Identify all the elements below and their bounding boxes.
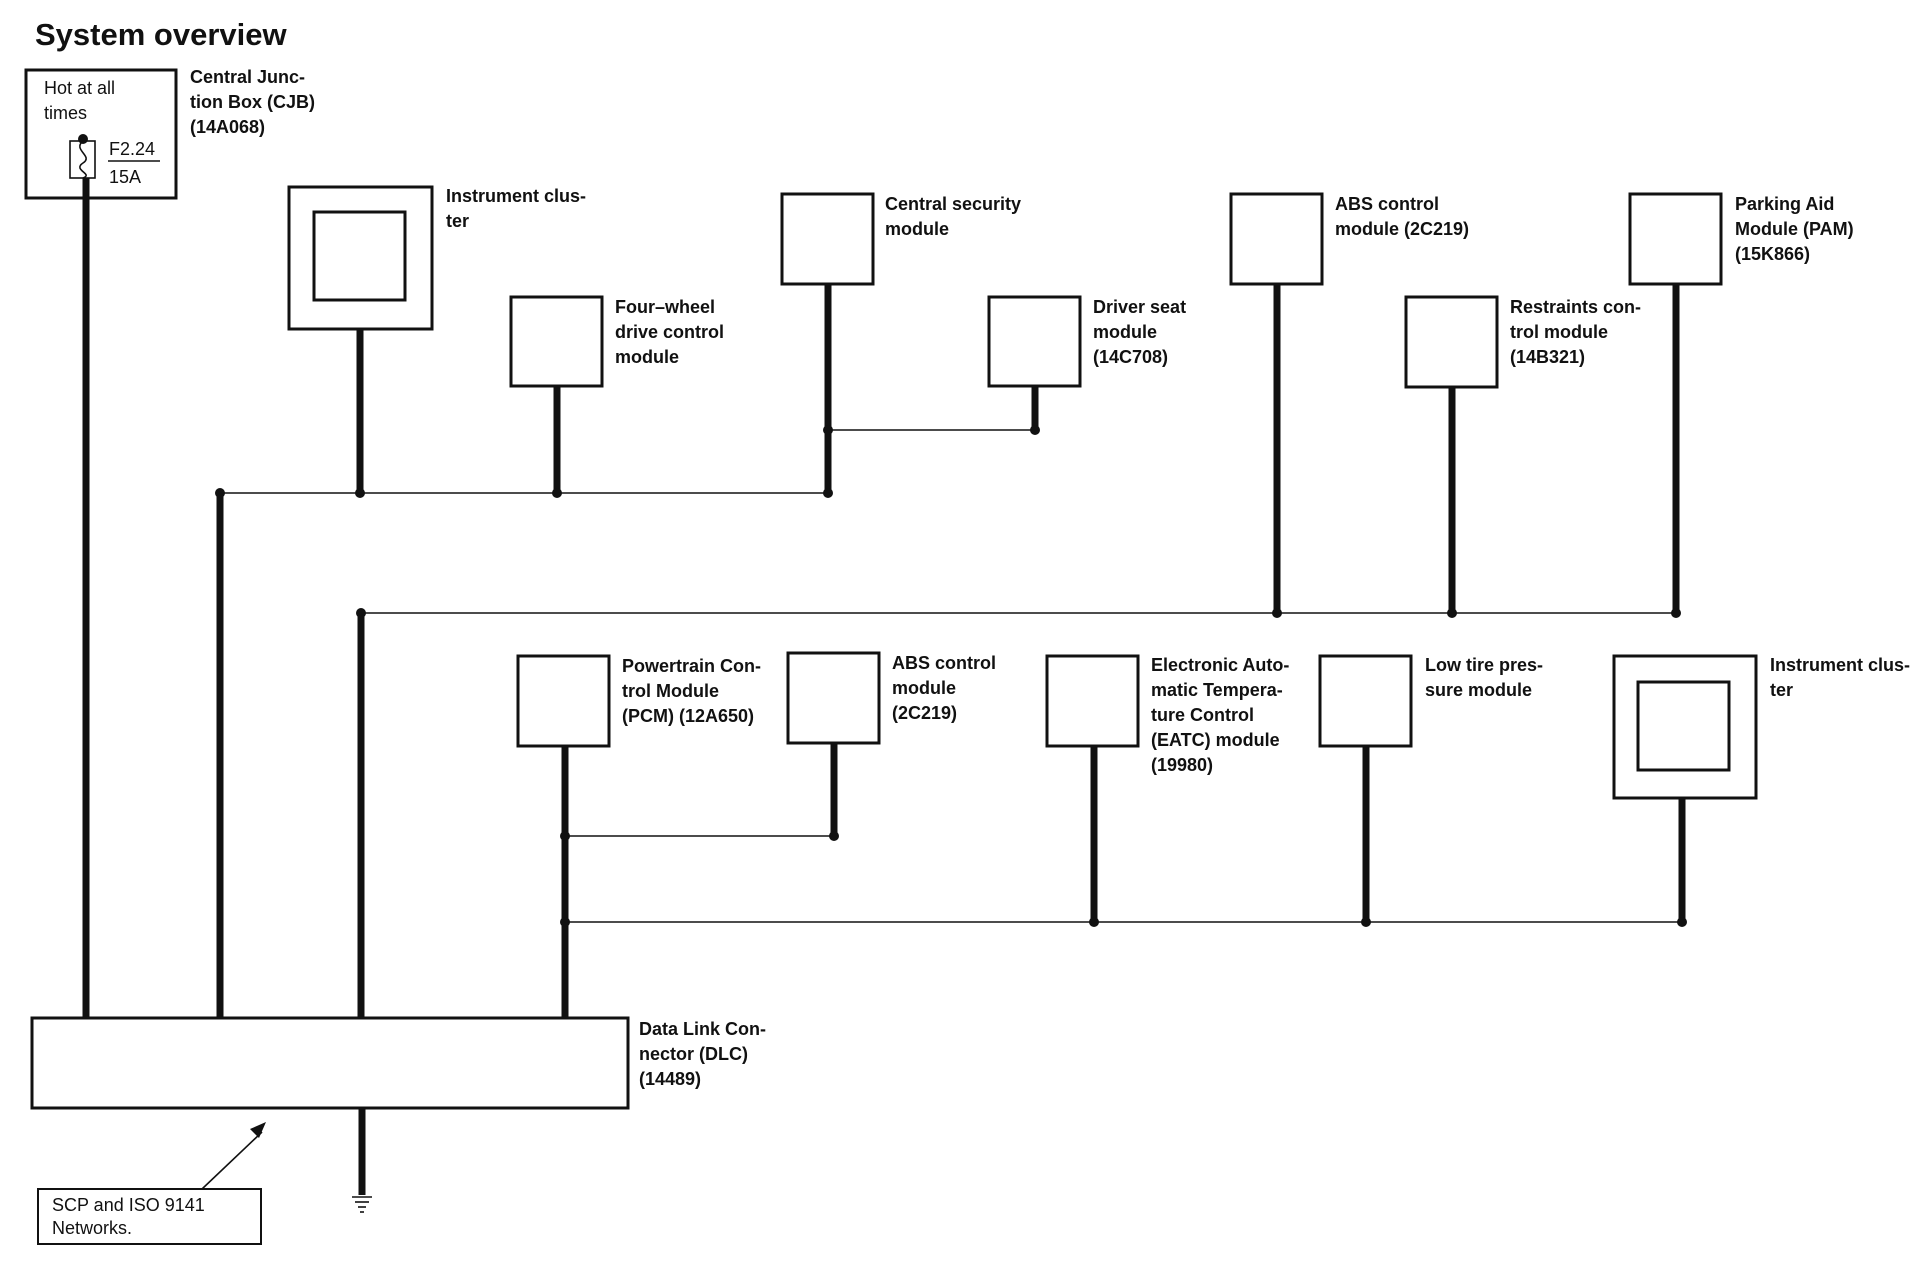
network-note-line1: SCP and ISO 9141 <box>52 1195 205 1215</box>
eatc-label: ture Control <box>1151 705 1254 725</box>
ground-icon <box>352 1108 372 1213</box>
central-security-label: Central security <box>885 194 1021 214</box>
instrument-cluster-bottom-label: ter <box>1770 680 1793 700</box>
four-wheel-drive-label: module <box>615 347 679 367</box>
eatc-label: (19980) <box>1151 755 1213 775</box>
page-title: System overview <box>35 17 287 52</box>
instrument-cluster-bottom-label: Instrument clus- <box>1770 655 1910 675</box>
module-parking-aid: Parking Aid Module (PAM) (15K866) <box>1628 192 1854 286</box>
driver-seat-label: Driver seat <box>1093 297 1186 317</box>
module-low-tire: Low tire pres- sure module <box>1318 654 1543 748</box>
cjb-hot-line1: Hot at all <box>44 78 115 98</box>
pcm-label: Powertrain Con- <box>622 656 761 676</box>
module-eatc: Electronic Auto- matic Tempera- ture Con… <box>1045 654 1289 775</box>
four-wheel-drive-label: drive control <box>615 322 724 342</box>
abs-top-label: ABS control <box>1335 194 1439 214</box>
restraints-label: Restraints con- <box>1510 297 1641 317</box>
cjb-label-line1: Central Junc- <box>190 67 305 87</box>
module-instrument-cluster-bottom: Instrument clus- ter <box>1612 654 1910 800</box>
dlc-label: (14489) <box>639 1069 701 1089</box>
parking-aid-label: Parking Aid <box>1735 194 1834 214</box>
module-pcm: Powertrain Con- trol Module (PCM) (12A65… <box>516 654 761 748</box>
abs-bottom-label: ABS control <box>892 653 996 673</box>
low-tire-label: Low tire pres- <box>1425 655 1543 675</box>
module-instrument-cluster-top: Instrument clus- ter <box>287 185 586 331</box>
instrument-cluster-top-label: ter <box>446 211 469 231</box>
module-central-security: Central security module <box>780 192 1021 286</box>
module-four-wheel-drive: Four–wheel drive control module <box>509 295 724 388</box>
module-abs-bottom: ABS control module (2C219) <box>786 651 996 745</box>
dlc-label: Data Link Con- <box>639 1019 766 1039</box>
module-abs-top: ABS control module (2C219) <box>1229 192 1469 286</box>
pcm-label: trol Module <box>622 681 719 701</box>
parking-aid-label: Module (PAM) <box>1735 219 1854 239</box>
eatc-label: matic Tempera- <box>1151 680 1283 700</box>
cjb-label-line3: (14A068) <box>190 117 265 137</box>
module-restraints: Restraints con- trol module (14B321) <box>1404 295 1641 389</box>
driver-seat-label: (14C708) <box>1093 347 1168 367</box>
network-middle <box>356 284 1681 1018</box>
network-lower <box>560 740 1687 1018</box>
fuse-id: F2.24 <box>109 139 155 159</box>
fuse-rating: 15A <box>109 167 141 187</box>
network-note: SCP and ISO 9141 Networks. <box>37 1122 266 1245</box>
arrow-head-icon <box>250 1122 266 1138</box>
parking-aid-label: (15K866) <box>1735 244 1810 264</box>
central-junction-box: Hot at all times F2.24 15A Central Junc-… <box>24 67 315 200</box>
low-tire-label: sure module <box>1425 680 1532 700</box>
cjb-hot-line2: times <box>44 103 87 123</box>
eatc-label: (EATC) module <box>1151 730 1280 750</box>
abs-bottom-label: (2C219) <box>892 703 957 723</box>
network-note-line2: Networks. <box>52 1218 132 1238</box>
cjb-label-line2: tion Box (CJB) <box>190 92 315 112</box>
cjb-box <box>24 68 178 200</box>
network-upper <box>215 284 1040 1018</box>
pcm-label: (PCM) (12A650) <box>622 706 754 726</box>
abs-top-label: module (2C219) <box>1335 219 1469 239</box>
eatc-label: Electronic Auto- <box>1151 655 1289 675</box>
four-wheel-drive-label: Four–wheel <box>615 297 715 317</box>
abs-bottom-label: module <box>892 678 956 698</box>
arrow-icon <box>201 1131 263 1190</box>
instrument-cluster-top-label: Instrument clus- <box>446 186 586 206</box>
data-link-connector: Data Link Con- nector (DLC) (14489) <box>30 1016 766 1110</box>
driver-seat-label: module <box>1093 322 1157 342</box>
module-driver-seat: Driver seat module (14C708) <box>987 295 1186 388</box>
dlc-label: nector (DLC) <box>639 1044 748 1064</box>
restraints-label: (14B321) <box>1510 347 1585 367</box>
central-security-label: module <box>885 219 949 239</box>
restraints-label: trol module <box>1510 322 1608 342</box>
